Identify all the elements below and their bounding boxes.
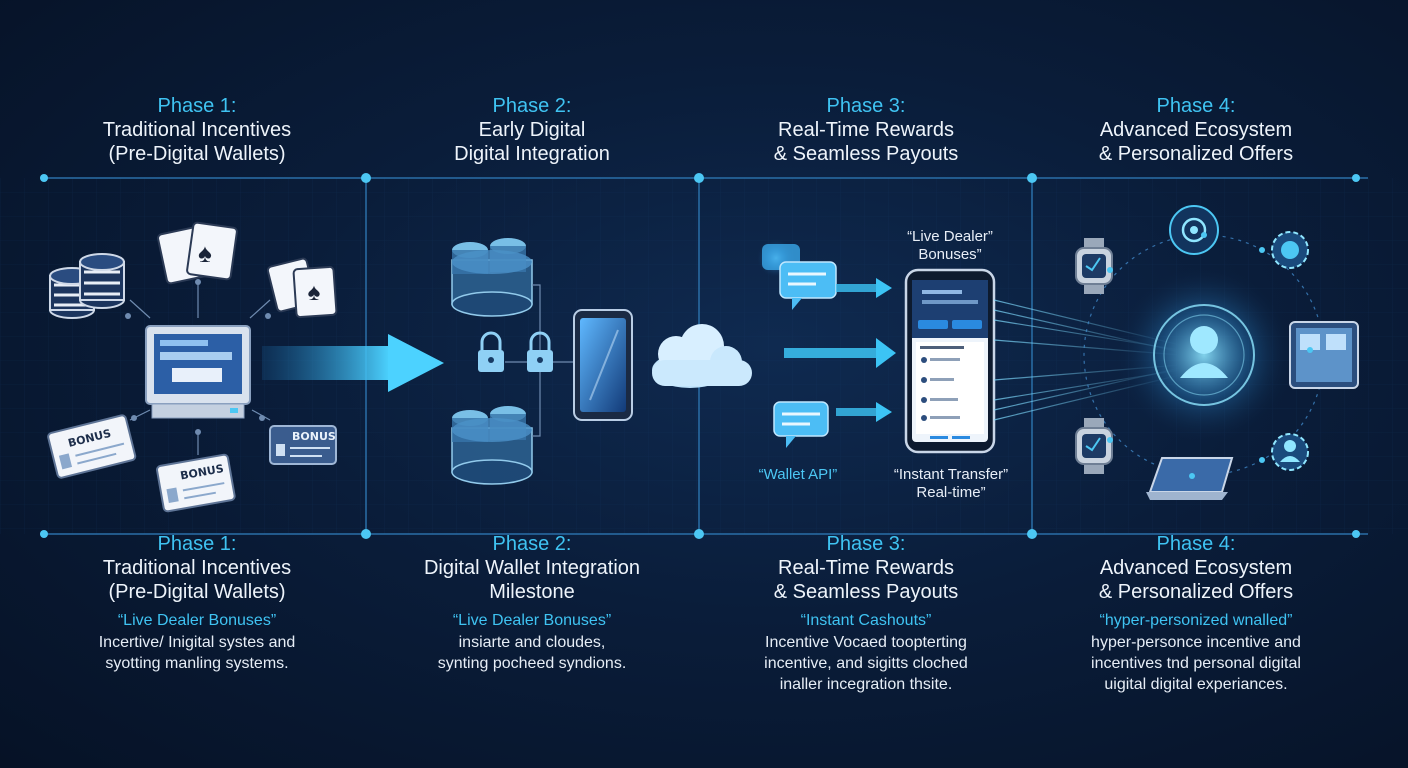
phase-number: Phase 1: <box>157 533 237 555</box>
phase1-summary: Phase 1: Traditional Incentives (Pre-Dig… <box>32 532 362 674</box>
phase-title-line1: Advanced Ecosystem <box>1099 557 1293 579</box>
svg-text:♠: ♠ <box>308 279 321 306</box>
smartphone-icon <box>573 309 633 421</box>
phase-description-line2: synting pocheed syndions. <box>437 655 627 672</box>
phase-title-line2: Milestone <box>489 581 575 603</box>
bonus-card-icon: BONUS <box>156 453 236 513</box>
phase-title-line2: Digital Integration <box>454 143 610 165</box>
bonus-card-icon: BONUS <box>269 425 337 465</box>
phase2-illustration <box>451 238 752 485</box>
user-avatar-icon <box>1153 304 1255 406</box>
phase-description-line1: insiarte and cloudes, <box>458 634 606 651</box>
phase-title-line1: Early Digital <box>478 119 586 141</box>
timeline-nodes <box>40 173 1360 539</box>
digital-chips-icon <box>451 406 533 485</box>
lock-icon <box>527 331 553 372</box>
phase-highlight: “Live Dealer Bonuses” <box>117 612 277 629</box>
phase-number: Phase 2: <box>492 533 572 555</box>
phase-highlight: “hyper-personized wnalled” <box>1099 612 1293 629</box>
instant-transfer-line2: Real-time” <box>916 484 986 501</box>
user-support-icon <box>1271 433 1309 471</box>
digital-chips-icon <box>451 238 533 317</box>
instant-transfer-label: “Instant Transfer” Real-time” <box>872 466 1030 502</box>
phase4-illustration <box>1075 205 1359 500</box>
phase3-illustration <box>756 238 1181 454</box>
playing-cards-icon: ♠ <box>266 257 338 319</box>
smartwatch-icon <box>1075 238 1113 294</box>
phase-title-line2: & Seamless Payouts <box>773 143 959 165</box>
phase-number: Phase 3: <box>826 533 906 555</box>
phase3-summary: Phase 3: Real-Time Rewards & Seamless Pa… <box>701 532 1031 695</box>
lock-icon <box>478 331 504 372</box>
phase2-header: Phase 2: Early Digital Digital Integrati… <box>382 94 682 166</box>
desktop-monitor-icon <box>145 325 251 419</box>
phase-description-line2: incentives tnd personal digital <box>1091 655 1301 672</box>
wallet-api-label: “Wallet API” <box>758 466 838 483</box>
phase-number: Phase 3: <box>826 95 906 117</box>
phase-title-line2: & Personalized Offers <box>1098 143 1294 165</box>
bonus-card-icon: BONUS <box>47 414 137 479</box>
phase1-illustration: ♠ ♠ BONUS <box>47 221 444 513</box>
svg-text:♠: ♠ <box>198 238 212 268</box>
smartwatch-icon <box>1075 418 1113 474</box>
phase-title-line1: Traditional Incentives <box>102 119 292 141</box>
live-dealer-label: “Live Dealer” Bonuses” <box>880 228 1020 264</box>
phase4-header: Phase 4: Advanced Ecosystem & Personaliz… <box>1046 94 1346 166</box>
ai-brain-icon <box>1169 205 1219 255</box>
phase4-summary: Phase 4: Advanced Ecosystem & Personaliz… <box>1031 532 1361 695</box>
phase-title-line1: Real-Time Rewards <box>778 557 954 579</box>
phase-title-line1: Real-Time Rewards <box>778 119 954 141</box>
phase-title-line1: Traditional Incentives <box>102 557 292 579</box>
casino-chips-icon <box>49 253 125 319</box>
phase-description-line2: syotting manling systems. <box>105 655 289 672</box>
phase2-summary: Phase 2: Digital Wallet Integration Mile… <box>367 532 697 674</box>
live-dealer-line2: Bonuses” <box>918 246 982 263</box>
phase3-header: Phase 3: Real-Time Rewards & Seamless Pa… <box>716 94 1016 166</box>
phase-title-line2: & Personalized Offers <box>1098 581 1294 603</box>
playing-cards-icon: ♠ <box>157 221 238 285</box>
phase-highlight: “Instant Cashouts” <box>800 612 932 629</box>
laptop-icon <box>1146 457 1234 500</box>
tablet-icon <box>1289 321 1359 389</box>
phase-description-line3: uigital digital experiances. <box>1104 676 1288 693</box>
transition-arrow-icon <box>262 334 444 392</box>
phase-number: Phase 1: <box>157 95 237 117</box>
phase-description-line3: inaller incegration thsite. <box>779 676 953 693</box>
instant-transfer-line1: “Instant Transfer” <box>893 466 1009 483</box>
phase-title-line1: Digital Wallet Integration <box>423 557 641 579</box>
phase-description-line2: incentive, and sigitts cloched <box>764 655 968 672</box>
chat-bubble-icon <box>762 244 837 310</box>
wallet-app-phone-icon <box>904 268 996 454</box>
phase-description-line1: hyper-personce incentive and <box>1091 634 1301 651</box>
phase-title-line2: (Pre-Digital Wallets) <box>108 143 286 165</box>
phase-number: Phase 2: <box>492 95 572 117</box>
phase-title-line2: (Pre-Digital Wallets) <box>108 581 286 603</box>
chat-bubble-icon <box>773 401 829 448</box>
phase1-header: Phase 1: Traditional Incentives (Pre-Dig… <box>47 94 347 166</box>
phase-number: Phase 4: <box>1156 95 1236 117</box>
phase-description-line1: Incertive/ Inigital systes and <box>98 634 296 651</box>
phase-title-line1: Advanced Ecosystem <box>1099 119 1293 141</box>
casino-chip-icon <box>1271 231 1309 269</box>
live-dealer-line1: “Live Dealer” <box>907 228 993 245</box>
bonus-label: BONUS <box>292 430 336 443</box>
phase-title-line2: & Seamless Payouts <box>773 581 959 603</box>
arrow-icon <box>784 278 896 422</box>
cloud-icon <box>652 324 752 388</box>
phase-highlight: “Live Dealer Bonuses” <box>452 612 612 629</box>
phase-description-line1: Incentive Vocaed toopterting <box>765 634 967 651</box>
phase-number: Phase 4: <box>1156 533 1236 555</box>
